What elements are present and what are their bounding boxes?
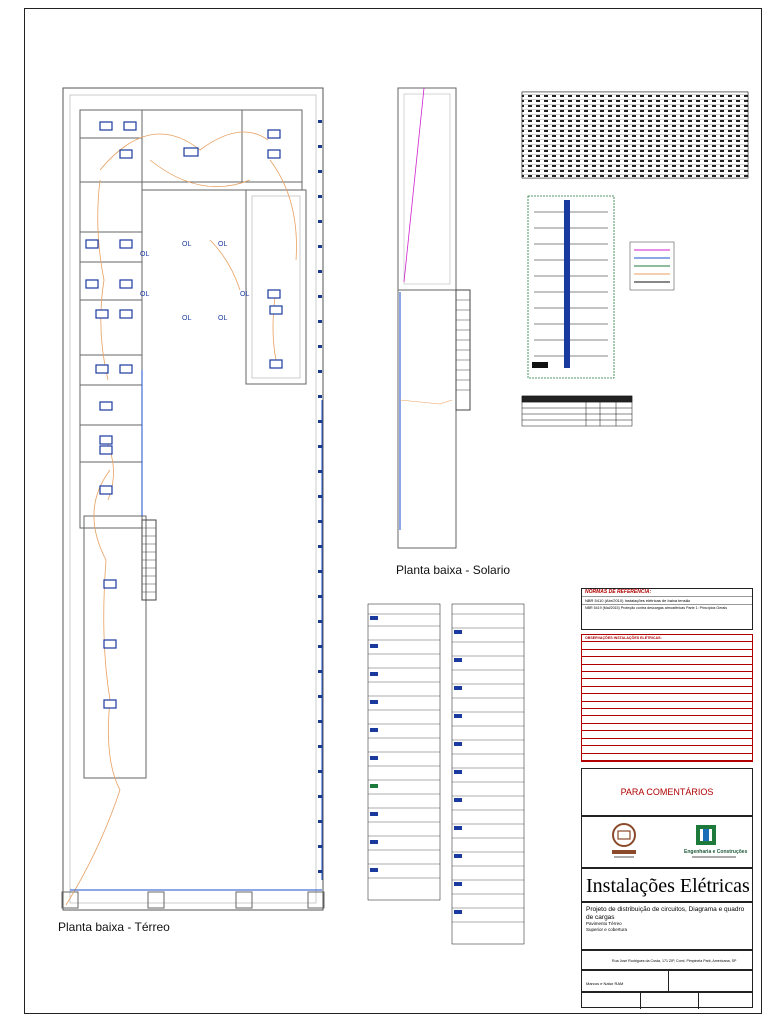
circuit-label: OL [182,241,191,248]
legend-symbols [370,616,462,914]
note-line [582,746,752,754]
project-title-box: Instalações Elétricas [581,868,753,902]
project-description-box: Projeto de distribuição de circuitos, Di… [581,902,753,950]
note-line [582,694,752,702]
address-box: Rua José Rodrigues da Costa, 171 ZIP, Co… [581,950,753,970]
luminaires [85,121,283,709]
owner-box: Marcos e Natur RAM [581,970,753,993]
project-title: Instalações Elétricas [586,875,750,897]
load-table [521,91,749,179]
wall-outlets [318,120,322,873]
notes-block: OBSERVAÇÕES INSTALAÇÕES ELÉTRICAS: [581,634,753,762]
legend-rows [368,613,524,923]
note-line [582,672,752,680]
notes-header: OBSERVAÇÕES INSTALAÇÕES ELÉTRICAS: [582,635,752,643]
solario-title: Planta baixa - Solario [396,563,511,577]
project-desc-3: Pavimento Térreo [586,921,622,926]
symbol-legend-2 [451,603,525,945]
note-line [582,687,752,695]
ground-floor-plan [61,87,325,911]
comments-box: PARA COMENTÁRIOS [581,768,753,816]
single-line-diagram [527,195,675,379]
note-line [582,724,752,732]
address: Rua José Rodrigues da Costa, 171 ZIP, Co… [612,959,737,963]
circuit-label: OL [182,315,191,322]
circuit-label: OL [140,251,149,258]
university-logo-icon [612,823,636,858]
circuit-label: OL [240,291,249,298]
references-block: NORMAS DE REFERÊNCIA: NBR 5410 (Abr/2010… [581,588,753,630]
conduit-run [70,370,323,891]
comments-label: PARA COMENTÁRIOS [620,787,714,797]
note-line [582,754,752,761]
logos [612,823,736,858]
ground-floor-title: Planta baixa - Térreo [58,920,170,934]
company-name: Engenharia e Construções [684,849,748,855]
solario-plan [397,87,471,549]
owner-label: Marcos e Natur RAM [586,981,624,986]
logo-box: Engenharia e Construções [581,816,753,868]
note-line [582,761,752,767]
note-line [582,716,752,724]
circuit-label: OL [218,315,227,322]
ground-circuit-runs [65,131,297,906]
note-line [582,739,752,747]
sheet-border [24,8,762,1014]
sheet-info-box [581,992,753,1009]
references-header: NORMAS DE REFERÊNCIA: [582,589,752,597]
note-line [582,665,752,673]
project-desc-4: Superior e cobertura [586,927,628,932]
note-line [582,702,752,710]
project-desc-1: Projeto de distribuição de circuitos, Di… [586,906,745,913]
circuit-label: OL [218,241,227,248]
project-desc-2: de cargas [586,913,615,921]
reference-2: NBR 5419 (Mai/2015) Proteção contra desc… [585,606,728,610]
summary-table [521,395,633,427]
note-line [582,709,752,717]
circuit-label: OL [140,291,149,298]
reference-1: NBR 5410 (Abr/2010) Instalações elétrica… [582,597,752,605]
note-line [582,731,752,739]
note-line [582,650,752,658]
note-line [582,657,752,665]
note-line [582,679,752,687]
company-logo-icon [692,825,736,858]
note-line [582,642,752,650]
